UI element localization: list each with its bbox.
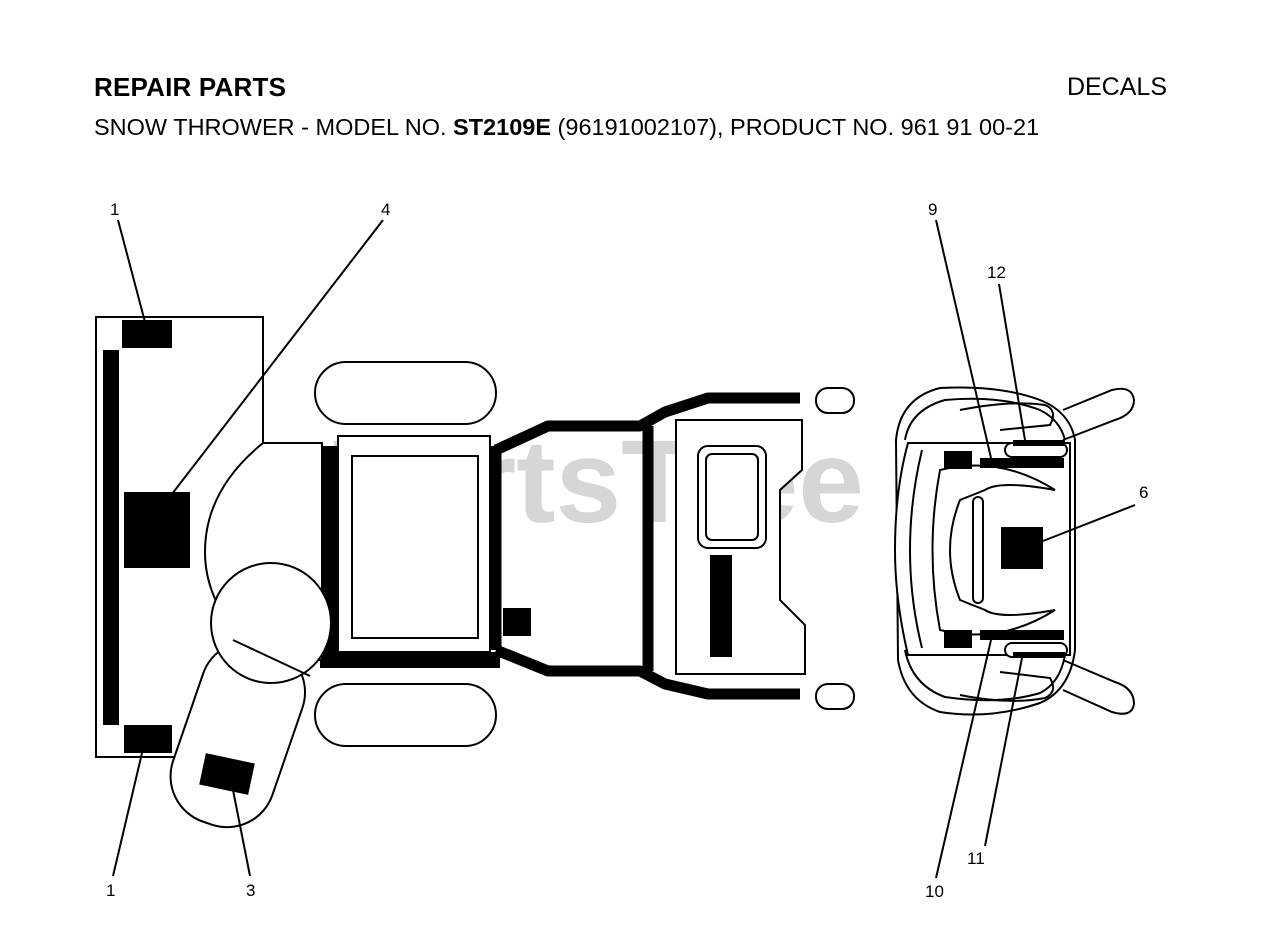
subtitle-prefix: SNOW THROWER - MODEL NO.	[94, 114, 454, 140]
callout-3: 3	[246, 881, 255, 900]
leader-4	[171, 219, 384, 495]
callout-1-bottom: 1	[106, 881, 115, 900]
callout-9: 9	[928, 200, 937, 219]
leader-11	[984, 657, 1023, 847]
panel-slot	[972, 496, 984, 604]
callout-6: 6	[1139, 483, 1148, 502]
handle-grip-bottom	[815, 683, 855, 710]
chute-neck	[232, 639, 311, 677]
handle-grip-top	[815, 387, 855, 414]
decal-9	[980, 458, 1064, 468]
leader-1-top	[117, 219, 146, 323]
decal-4	[124, 492, 190, 568]
leader-10	[935, 639, 992, 879]
leader-9	[935, 219, 992, 459]
wheel-bottom	[314, 683, 497, 747]
frame-bottom-bar	[320, 652, 500, 668]
handle-frame-top	[493, 392, 800, 455]
section-title: DECALS	[1066, 73, 1167, 101]
leader-6	[1042, 504, 1136, 542]
decal-1-top	[122, 320, 172, 348]
callout-12: 12	[987, 263, 1006, 282]
handle-frame-bottom	[493, 644, 800, 700]
panel-window-inner	[705, 453, 759, 541]
callout-10: 10	[925, 882, 944, 901]
right-handle-top	[1062, 387, 1136, 441]
wheel-top	[314, 361, 497, 425]
right-handle-bottom-inner	[959, 671, 1055, 702]
leader-3	[232, 789, 251, 877]
right-handle-top-inner	[959, 402, 1055, 431]
panel-face-inner	[908, 449, 923, 649]
decal-6	[1001, 527, 1043, 569]
rear-body-inner	[904, 397, 1066, 441]
decal-right-tl	[944, 451, 972, 469]
model-number: ST2109E	[453, 114, 552, 140]
decal-12	[1013, 440, 1065, 446]
decal-engine	[503, 608, 531, 636]
chute-base	[210, 562, 332, 684]
callout-1-top: 1	[110, 200, 119, 219]
callout-4: 4	[381, 200, 390, 219]
decal-3	[199, 753, 255, 795]
panel-recess	[931, 464, 1056, 636]
decal-10	[980, 630, 1064, 640]
subtitle-suffix: (96191002107), PRODUCT NO. 961 91 00-21	[551, 114, 1040, 140]
panel-decal-strip	[710, 555, 732, 657]
callout-11: 11	[967, 849, 985, 868]
page-title: REPAIR PARTS	[94, 72, 287, 102]
engine-inner	[351, 455, 479, 639]
decal-11	[1013, 652, 1065, 658]
right-handle-bottom	[1062, 659, 1136, 715]
leader-12	[998, 283, 1026, 441]
model-subtitle: SNOW THROWER - MODEL NO. ST2109E (961910…	[94, 114, 1039, 141]
housing-edge-strip	[103, 350, 119, 725]
decal-right-bl	[944, 630, 972, 648]
leader-1-bottom	[112, 752, 143, 877]
decal-1-bottom	[124, 725, 172, 753]
